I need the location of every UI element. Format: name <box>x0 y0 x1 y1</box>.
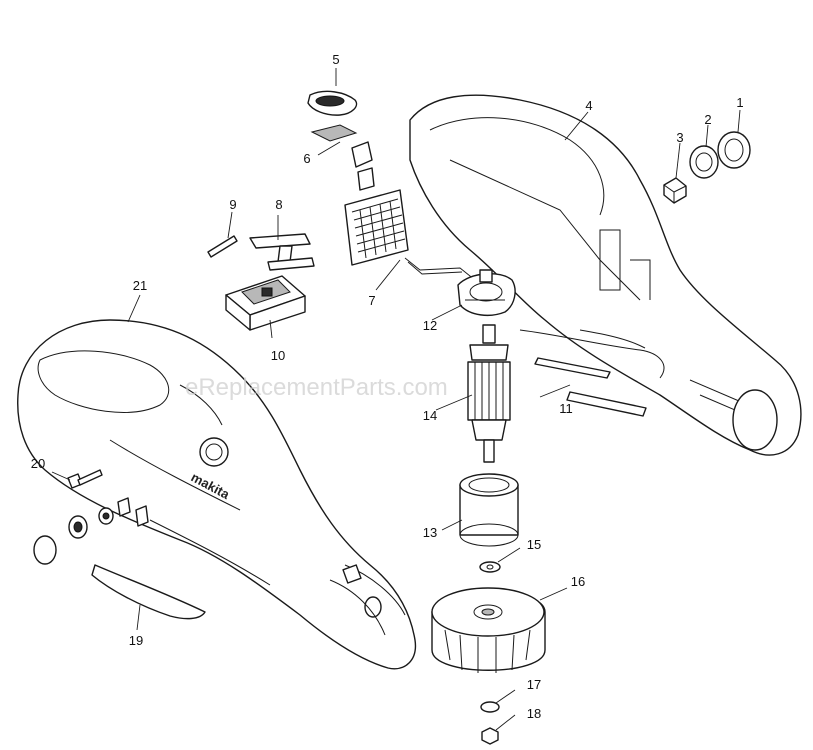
armature-part-14 <box>467 324 511 463</box>
callout-labels: 1 2 3 4 5 6 7 8 9 10 11 12 13 14 15 16 1… <box>31 52 744 721</box>
switch-part-6 <box>310 124 375 191</box>
callout-2: 2 <box>704 112 711 127</box>
callout-11: 11 <box>559 401 573 416</box>
housing-half-left <box>17 319 417 670</box>
callout-17: 17 <box>527 677 541 692</box>
washer-part-15 <box>479 561 501 573</box>
callout-21: 21 <box>133 278 147 293</box>
housing-half-right <box>409 94 802 456</box>
callout-16: 16 <box>571 574 585 589</box>
nut-part-18 <box>481 727 499 745</box>
callout-10: 10 <box>271 348 285 363</box>
ring-part-2 <box>689 145 719 179</box>
fan-part-16 <box>431 587 546 673</box>
callout-9: 9 <box>229 197 236 212</box>
callout-3: 3 <box>676 130 683 145</box>
strip-part-19 <box>91 564 206 620</box>
callout-14: 14 <box>423 408 437 423</box>
brush-holder-part-12 <box>457 269 516 317</box>
cap-part-3 <box>663 177 687 204</box>
callout-1: 1 <box>736 95 743 110</box>
callout-15: 15 <box>527 537 541 552</box>
filter-part-7 <box>344 189 476 281</box>
callout-6: 6 <box>303 151 310 166</box>
callout-7: 7 <box>368 293 375 308</box>
bracket-part-8 <box>249 233 315 271</box>
small-parts-left <box>33 497 149 565</box>
terminal-block-part-10 <box>225 275 306 331</box>
switch-button-part-5 <box>307 90 358 116</box>
pin-part-9 <box>207 235 238 258</box>
washer-part-17 <box>480 701 500 713</box>
callout-13: 13 <box>423 525 437 540</box>
callout-5: 5 <box>332 52 339 67</box>
callout-18: 18 <box>527 706 541 721</box>
callout-20: 20 <box>31 456 45 471</box>
stator-part-13 <box>459 473 519 547</box>
ring-part-1 <box>717 131 751 169</box>
strip-part-11 <box>534 357 647 417</box>
screw-part-20 <box>67 469 103 489</box>
callout-12: 12 <box>423 318 437 333</box>
callout-19: 19 <box>129 633 143 648</box>
callout-8: 8 <box>275 197 282 212</box>
leader-lines <box>51 68 741 731</box>
callout-4: 4 <box>585 98 592 113</box>
watermark-text: eReplacementParts.com <box>185 374 448 401</box>
